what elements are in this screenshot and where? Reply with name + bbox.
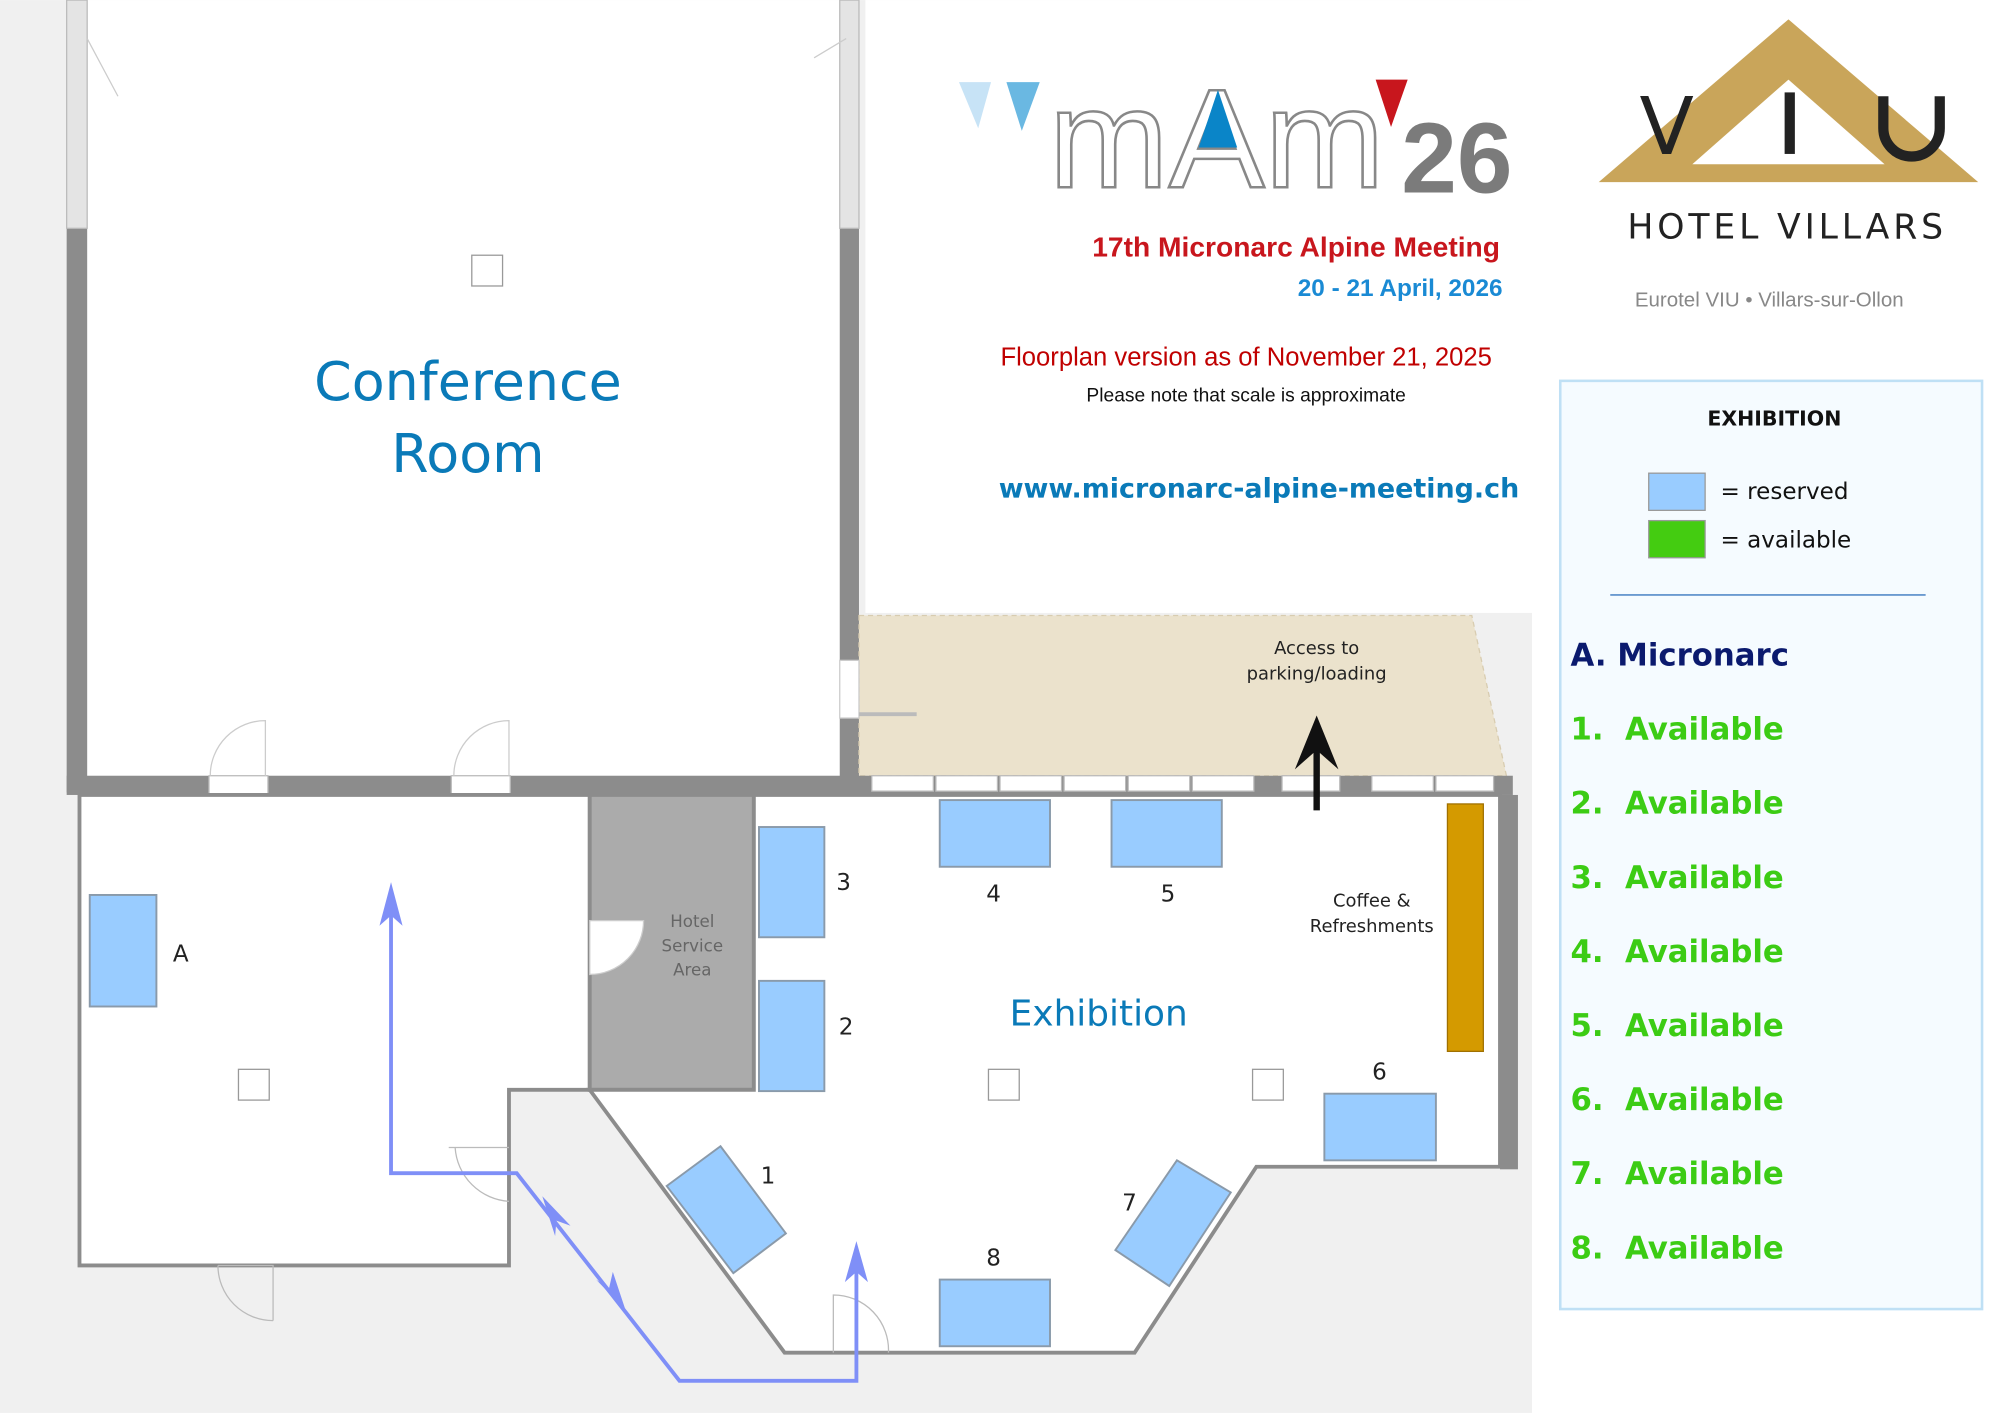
conference-room[interactable] xyxy=(66,0,860,793)
booth-1-label: 1 xyxy=(761,1163,776,1189)
hotel-viu-logo: V xyxy=(1598,19,1979,183)
booth-7[interactable] xyxy=(1114,1159,1233,1288)
reserved-swatch xyxy=(1648,472,1706,511)
column xyxy=(471,254,504,287)
mam-logo-year: 26 xyxy=(1401,102,1512,214)
route-arrowheads xyxy=(379,882,868,1311)
booth-5[interactable] xyxy=(1110,799,1223,868)
booth-a-label: A xyxy=(173,942,189,968)
service-label: Hotel xyxy=(670,912,714,931)
event-dates: 20 - 21 April, 2026 xyxy=(1298,275,1503,302)
booth-6[interactable] xyxy=(1323,1092,1437,1162)
coffee-counter xyxy=(1446,803,1484,1053)
legend-entry: 6. Available xyxy=(1571,1082,1784,1118)
legend-entry: 1. Available xyxy=(1571,712,1784,748)
coffee-label-2: Refreshments xyxy=(1310,916,1434,937)
booth-1[interactable] xyxy=(665,1144,788,1275)
parking-access-area xyxy=(858,614,1508,777)
windows xyxy=(208,775,1495,796)
booth-5-label: 5 xyxy=(1161,881,1176,907)
legend-entry: 3. Available xyxy=(1571,860,1784,896)
exhibition-legend: EXHIBITION = reserved = available A. Mic… xyxy=(1558,379,1984,1311)
legend-entry: 2. Available xyxy=(1571,786,1784,822)
booth-8[interactable] xyxy=(938,1278,1051,1348)
access-label: Access to xyxy=(1274,638,1359,659)
booth-3-label: 3 xyxy=(836,870,851,896)
available-swatch xyxy=(1648,519,1706,559)
coffee-label: Coffee & xyxy=(1333,891,1411,912)
scale-note: Please note that scale is approximate xyxy=(1086,385,1405,406)
hotel-subtitle: Eurotel VIU • Villars-sur-Ollon xyxy=(1635,289,1904,312)
booth-6-label: 6 xyxy=(1372,1060,1387,1086)
booth-4-label: 4 xyxy=(986,881,1001,907)
viu-logo-letter: V xyxy=(1639,80,1693,173)
legend-entry: 5. Available xyxy=(1571,1008,1784,1044)
booth-2[interactable] xyxy=(758,979,826,1093)
exhibition-label: Exhibition xyxy=(1010,994,1188,1035)
conference-room-label: Conference xyxy=(314,350,622,413)
service-label-2: Service xyxy=(662,936,724,955)
legend-entry: 8. Available xyxy=(1571,1230,1784,1266)
booth-8-label: 8 xyxy=(986,1245,1001,1271)
conference-room-label-2: Room xyxy=(391,422,544,485)
route-path xyxy=(389,897,859,1383)
hotel-name: HOTEL VILLARS xyxy=(1627,208,1947,248)
mam26-logo: mAm 26 xyxy=(958,58,1513,219)
legend-entry: 4. Available xyxy=(1571,934,1784,970)
access-arrow-icon xyxy=(1294,715,1339,811)
booth-2-label: 2 xyxy=(839,1015,854,1041)
booth-4[interactable] xyxy=(938,799,1051,868)
legend-entry: 7. Available xyxy=(1571,1156,1784,1192)
available-label: = available xyxy=(1721,528,1852,554)
legend-title: EXHIBITION xyxy=(1707,407,1841,431)
booth-7-label: 7 xyxy=(1122,1190,1137,1216)
columns xyxy=(237,1068,1284,1101)
booth-3[interactable] xyxy=(758,826,826,939)
service-label-3: Area xyxy=(673,961,711,980)
floorplan-version: Floorplan version as of November 21, 202… xyxy=(1000,343,1491,371)
website-link[interactable]: www.micronarc-alpine-meeting.ch xyxy=(999,474,1520,505)
event-title: 17th Micronarc Alpine Meeting xyxy=(1092,231,1500,263)
access-label-2: parking/loading xyxy=(1247,664,1387,685)
legend-entry: A. Micronarc xyxy=(1571,637,1789,673)
reserved-label: = reserved xyxy=(1721,479,1849,505)
booth-a[interactable] xyxy=(88,894,158,1008)
